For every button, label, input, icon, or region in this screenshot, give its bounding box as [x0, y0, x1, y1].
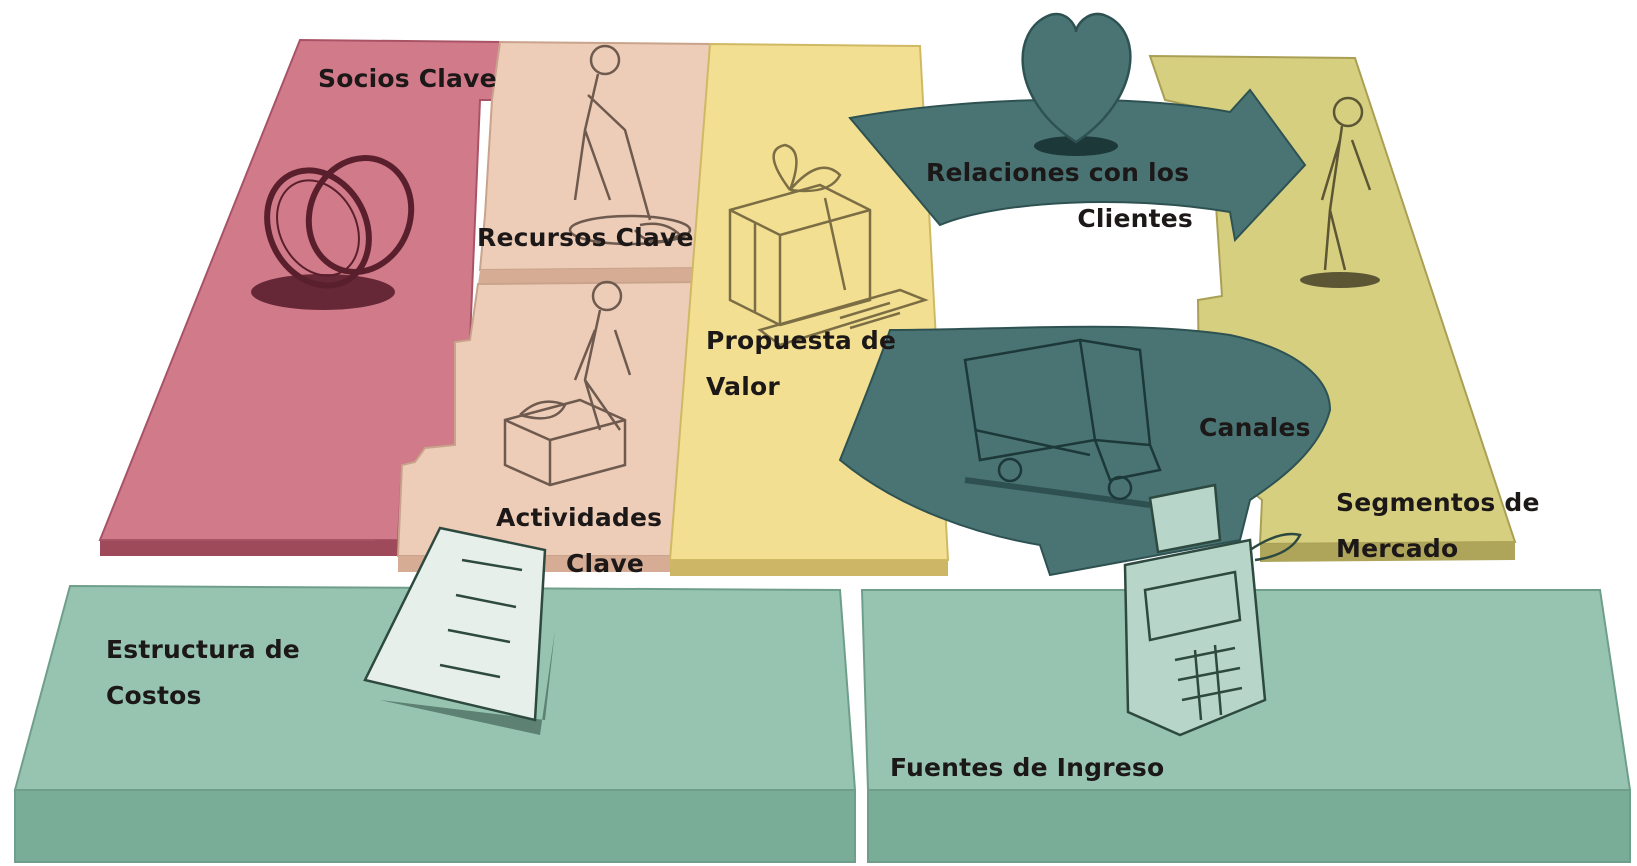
label-line: Clave: [565, 549, 644, 578]
label-line: Estructura de: [106, 635, 300, 664]
label-estructura-costos: Estructura de Costos: [106, 627, 300, 719]
label-actividades-clave: Actividades Clave: [496, 495, 663, 587]
label-line: Propuesta de: [706, 326, 897, 355]
label-line: Segmentos de: [1336, 488, 1540, 517]
label-line: Relaciones con los: [926, 158, 1190, 187]
block-fuentes-ingreso: [860, 483, 1632, 863]
label-canales: Canales: [1199, 405, 1311, 451]
label-recursos-clave: Recursos Clave: [477, 215, 694, 261]
heart-icon: [1021, 12, 1132, 156]
block-estructura-costos: [13, 526, 857, 863]
label-fuentes-ingreso: Fuentes de Ingreso: [890, 745, 1164, 791]
label-line: Socios Clave: [318, 64, 497, 93]
block-recursos-actividades: [396, 40, 712, 572]
label-socios-clave: Socios Clave: [318, 56, 497, 102]
label-line: Valor: [706, 372, 780, 401]
label-line: Recursos Clave: [477, 223, 694, 252]
label-line: Mercado: [1336, 534, 1459, 563]
rings-icon: [251, 155, 415, 310]
label-propuesta-valor: Propuesta de Valor: [706, 318, 896, 410]
label-line: Costos: [106, 681, 202, 710]
block-socios-clave: [98, 38, 502, 556]
document-icon: [363, 526, 555, 735]
label-line: Actividades: [496, 503, 663, 532]
label-line: Canales: [1199, 413, 1311, 442]
label-segmentos-mercado: Segmentos de Mercado: [1336, 480, 1540, 572]
truck-icon: [963, 338, 1162, 508]
label-line: Clientes: [1077, 204, 1193, 233]
block-relaciones-clientes: [848, 12, 1307, 243]
label-relaciones-clientes: Relaciones con los Clientes: [926, 150, 1193, 242]
person-with-box-icon: [503, 280, 632, 487]
cash-register-icon: [1123, 483, 1302, 737]
digging-person-icon: [568, 44, 692, 246]
standing-person-icon: [1300, 96, 1380, 288]
gift-cart-icon: [728, 143, 929, 347]
label-line: Fuentes de Ingreso: [890, 753, 1165, 782]
